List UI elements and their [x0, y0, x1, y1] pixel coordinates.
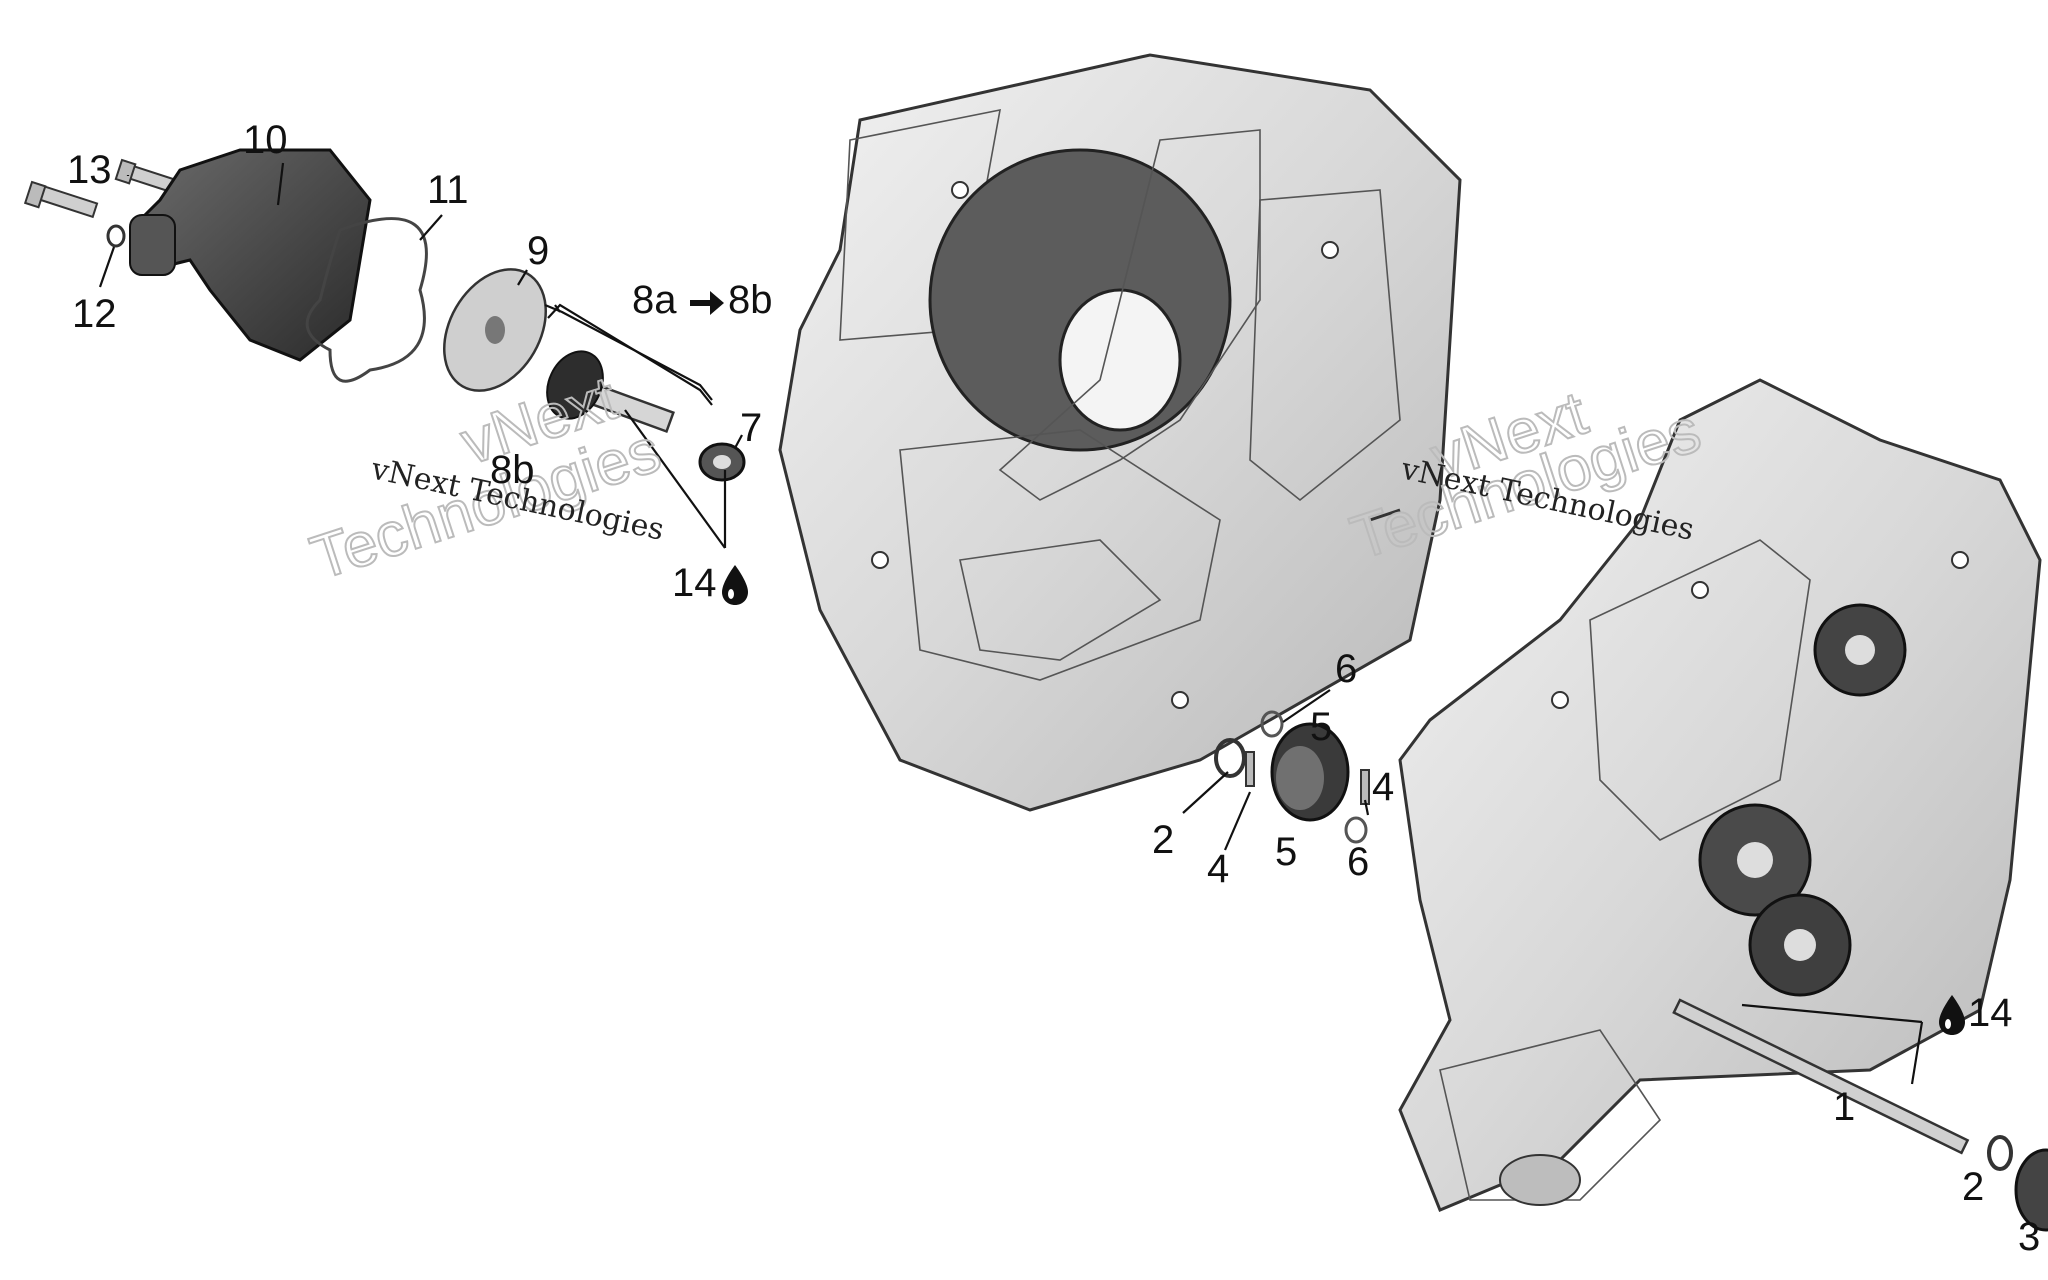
circlip-6b [1344, 816, 1368, 844]
bracket-8a-8b [547, 303, 713, 406]
callout-8a: 8a [632, 278, 677, 322]
watermark-left: vNext Technologies vNext Technologies [302, 363, 670, 595]
callout-11: 11 [427, 168, 469, 212]
callout-14b: 14 [1968, 991, 2013, 1035]
callout-8a-to-8b: 8a 8b [632, 278, 773, 322]
callout-12: 12 [72, 292, 117, 336]
pin-4b [1360, 769, 1370, 805]
callout-4b: 4 [1372, 765, 1394, 809]
water-pump-shaft-8b [546, 350, 675, 434]
callout-14-right: 14 [1939, 991, 2013, 1035]
circlip-6a [1260, 710, 1284, 738]
pin-4a [1245, 751, 1255, 787]
callout-14-left: 14 [672, 561, 748, 605]
callout-8b-target: 8b [728, 278, 773, 322]
callout-7: 7 [740, 406, 762, 450]
right-crankcase-half [1398, 378, 2042, 1212]
callout-14a: 14 [672, 561, 717, 605]
callout-2b: 2 [1962, 1165, 1984, 1209]
callout-3: 3 [2018, 1215, 2040, 1259]
callout-6b: 6 [1347, 840, 1369, 884]
callout-10: 10 [243, 118, 288, 162]
gear-3 [2014, 1148, 2048, 1232]
callout-5a: 5 [1310, 705, 1332, 749]
callout-2a: 2 [1152, 818, 1174, 862]
shaft-1 [1672, 998, 1970, 1155]
gasket-11 [305, 217, 428, 383]
callout-1: 1 [1833, 1085, 1855, 1129]
washer-2 [1214, 738, 1246, 778]
callout-9: 9 [527, 229, 549, 273]
oil-drop-icon [1939, 995, 1965, 1035]
gear-5 [1270, 722, 1350, 822]
impeller-9 [443, 268, 547, 392]
left-crankcase-half [778, 53, 1462, 812]
callout-labels: 13 10 11 9 12 8a 8b 7 8b 14 6 5 4 2 5 4 … [67, 118, 2040, 1259]
right-arrow-icon [690, 291, 724, 315]
callout-5b: 5 [1275, 830, 1297, 874]
callout-4a: 4 [1207, 847, 1229, 891]
callout-6a: 6 [1335, 647, 1357, 691]
oil-seal-7 [698, 442, 746, 482]
washer-2b [1987, 1135, 2013, 1171]
callout-8b: 8b [490, 448, 535, 492]
callout-13: 13 [67, 148, 112, 192]
bolt-13a [23, 180, 99, 219]
o-ring-12 [106, 224, 126, 248]
oil-drop-icon [722, 565, 748, 605]
